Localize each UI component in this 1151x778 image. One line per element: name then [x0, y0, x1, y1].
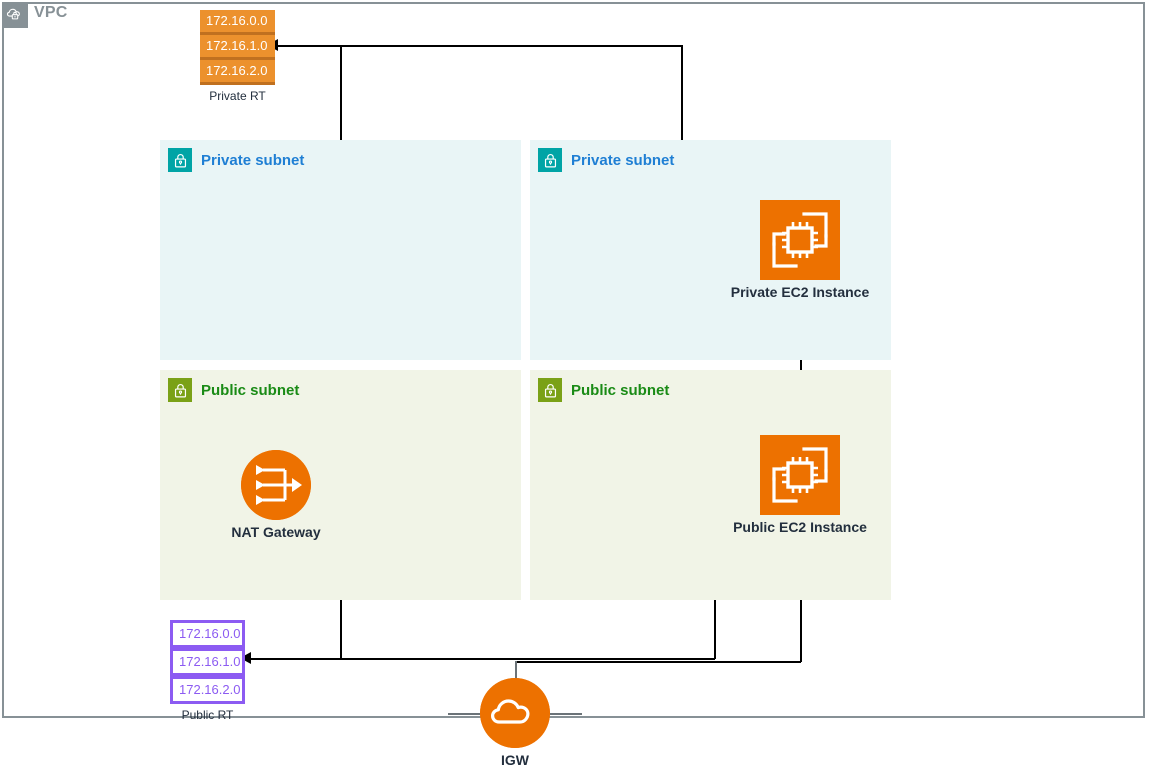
- private-route-table[interactable]: 172.16.0.0 172.16.1.0 172.16.2.0 Private…: [200, 10, 275, 103]
- line-public-left-to-rt: [340, 600, 342, 659]
- subnet-header: Public subnet: [168, 378, 299, 402]
- line-private-left-to-rt: [340, 45, 342, 141]
- route-entry: 172.16.1.0: [170, 648, 245, 676]
- public-subnet-left[interactable]: Public subnet: [160, 370, 521, 600]
- arrow-into-public-rt: [240, 652, 251, 664]
- lock-icon: [168, 378, 192, 402]
- public-rt-caption: Public RT: [181, 708, 234, 722]
- subnet-label: Public subnet: [201, 381, 300, 399]
- line-igw-stub: [515, 661, 517, 689]
- private-rt-caption: Private RT: [209, 89, 266, 103]
- vpc-cloud-lock-icon: [2, 2, 28, 28]
- nat-gateway-label: NAT Gateway: [231, 524, 321, 540]
- subnet-header: Private subnet: [168, 148, 304, 172]
- lock-icon: [538, 148, 562, 172]
- line-private-right-to-rt: [681, 45, 683, 141]
- private-ec2-node[interactable]: Private EC2 Instance: [714, 200, 886, 300]
- line-public-right-to-rt: [714, 600, 716, 659]
- nat-gateway-node[interactable]: NAT Gateway: [190, 450, 362, 540]
- public-ec2-node[interactable]: Public EC2 Instance: [714, 435, 886, 535]
- public-route-table[interactable]: 172.16.0.0 172.16.1.0 172.16.2.0 Public …: [170, 620, 245, 722]
- private-subnet-left[interactable]: Private subnet: [160, 140, 521, 360]
- igw-label: IGW: [501, 752, 529, 768]
- subnet-label: Private subnet: [201, 151, 305, 169]
- line-igw-left-rail: [448, 713, 480, 715]
- vpc-title: VPC: [34, 4, 68, 21]
- subnet-header: Public subnet: [538, 378, 669, 402]
- subnet-label: Public subnet: [571, 381, 670, 399]
- ec2-instance-icon: [760, 200, 840, 280]
- route-entry: 172.16.1.0: [200, 35, 275, 60]
- lock-icon: [538, 378, 562, 402]
- line-igw-horizontal: [515, 661, 801, 663]
- vpc-boundary: [2, 2, 1145, 718]
- public-ec2-label: Public EC2 Instance: [733, 519, 867, 535]
- internet-gateway-icon: [480, 678, 550, 748]
- nat-gateway-icon: [241, 450, 311, 520]
- line-private-rt-horizontal: [276, 45, 682, 47]
- subnet-label: Private subnet: [571, 151, 675, 169]
- line-igw-right-rail: [550, 713, 582, 715]
- route-entry: 172.16.2.0: [170, 676, 245, 704]
- route-entry: 172.16.0.0: [170, 620, 245, 648]
- line-public-rt-horizontal: [248, 658, 715, 660]
- igw-node[interactable]: IGW: [429, 678, 601, 768]
- route-entry: 172.16.0.0: [200, 10, 275, 35]
- route-entry: 172.16.2.0: [200, 60, 275, 85]
- private-ec2-label: Private EC2 Instance: [730, 284, 870, 300]
- ec2-instance-icon: [760, 435, 840, 515]
- lock-icon: [168, 148, 192, 172]
- subnet-header: Private subnet: [538, 148, 674, 172]
